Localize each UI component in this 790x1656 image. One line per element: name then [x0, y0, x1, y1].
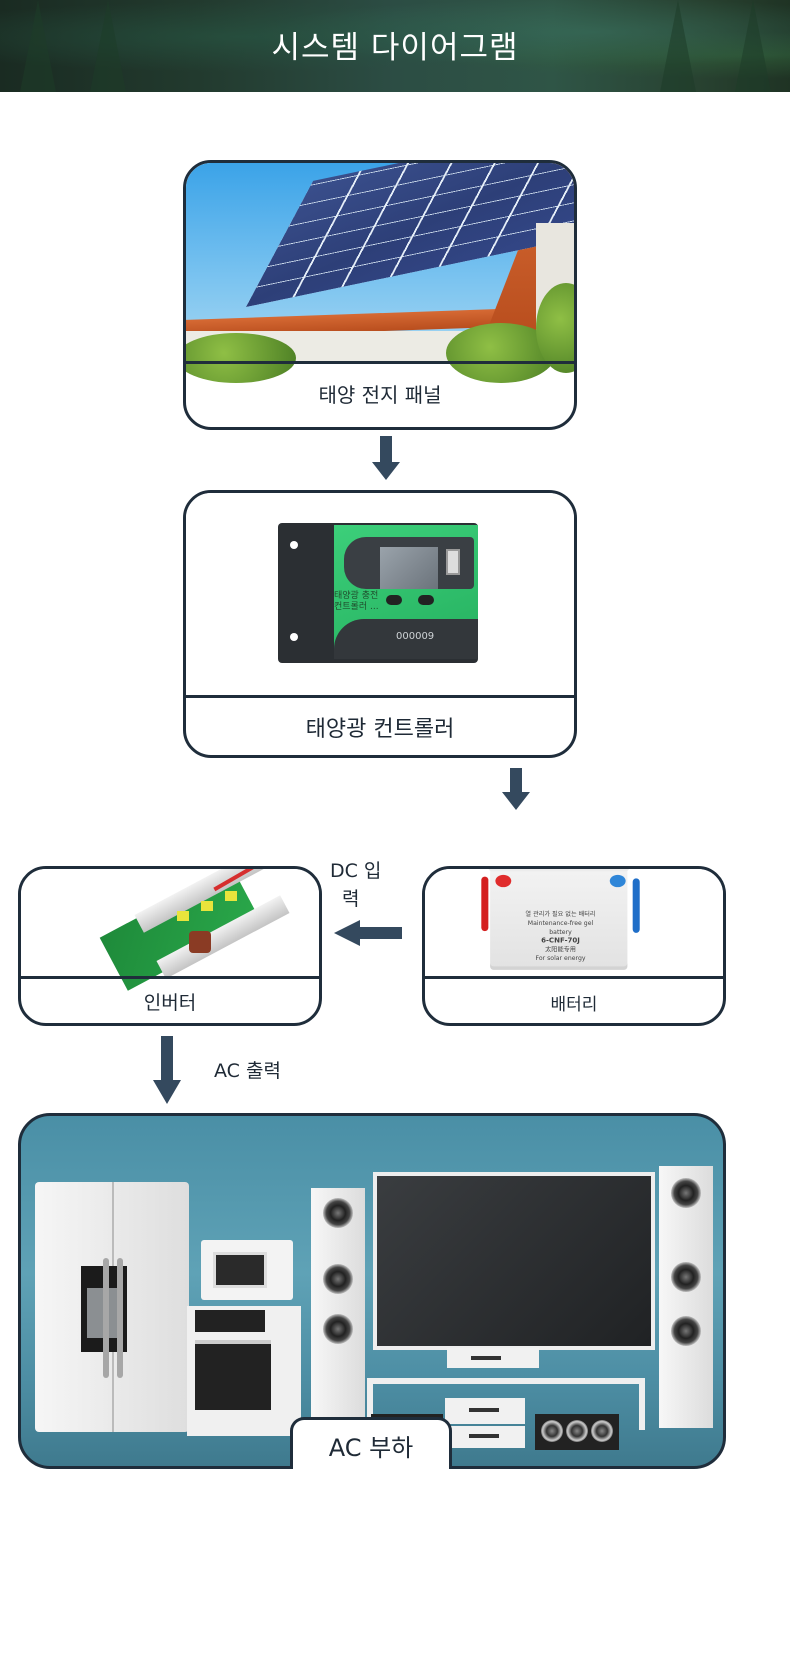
usb-port-icon — [446, 549, 460, 575]
arrow-battery-to-inverter — [334, 920, 402, 946]
tv-stand — [367, 1378, 645, 1430]
negative-terminal-icon — [609, 874, 626, 888]
header-banner: 시스템 다이어그램 — [0, 0, 790, 92]
refrigerator — [35, 1182, 189, 1432]
node-ac-load — [18, 1113, 726, 1469]
television — [373, 1172, 655, 1350]
ac-output-label: AC 출력 — [214, 1060, 281, 1082]
dc-input-label-line2: 력 — [342, 888, 360, 910]
arrow-inverter-to-ac-load — [153, 1036, 181, 1104]
inverter-label: 인버터 — [143, 992, 197, 1014]
inverter-board — [91, 869, 290, 1003]
battery-label: 배터리 — [550, 995, 598, 1015]
device-serial: 000009 — [396, 631, 435, 642]
dc-input-label-line1: DC 입 — [330, 860, 382, 882]
tree-silhouette — [735, 0, 771, 92]
card-divider — [425, 976, 723, 979]
amplifier — [445, 1398, 525, 1424]
inverter-image — [21, 869, 319, 991]
arrow-solar-to-controller — [372, 436, 400, 480]
tower-speaker — [311, 1188, 365, 1422]
positive-terminal-icon — [495, 874, 512, 888]
mounting-hole — [290, 541, 298, 549]
battery-image: 열 관리가 필요 없는 배터리 Maintenance-free gel bat… — [425, 869, 723, 977]
card-divider — [186, 361, 574, 364]
arrow-controller-to-battery — [502, 768, 530, 810]
microwave — [201, 1240, 293, 1300]
bush — [186, 333, 296, 383]
av-receiver — [447, 1348, 539, 1368]
menu-button-icon — [386, 595, 402, 605]
tower-speaker — [659, 1166, 713, 1428]
battery-sticker: 열 관리가 필요 없는 배터리 Maintenance-free gel bat… — [525, 910, 596, 962]
tree-silhouette — [660, 0, 696, 92]
center-speaker — [535, 1414, 619, 1450]
lcd-screen — [380, 547, 438, 589]
gel-battery: 열 관리가 필요 없는 배터리 Maintenance-free gel bat… — [469, 869, 645, 970]
node-inverter: 인버터 — [18, 866, 322, 1026]
oven — [187, 1306, 301, 1436]
tree-silhouette — [90, 0, 126, 92]
card-divider — [186, 695, 574, 698]
node-solar-panel: 태양 전지 패널 — [183, 160, 577, 430]
amplifier — [445, 1426, 525, 1448]
return-button-icon — [418, 595, 434, 605]
mounting-hole — [290, 633, 298, 641]
tree-silhouette — [20, 0, 56, 92]
solar-panel-label: 태양 전지 패널 — [318, 383, 442, 407]
node-battery: 열 관리가 필요 없는 배터리 Maintenance-free gel bat… — [422, 866, 726, 1026]
ac-load-label: AC 부하 — [290, 1417, 452, 1469]
page-title: 시스템 다이어그램 — [271, 30, 519, 66]
card-divider — [21, 976, 319, 979]
inductor-coil — [189, 931, 211, 953]
solar-panel-image — [186, 163, 574, 383]
controller-label: 태양광 컨트롤러 — [305, 717, 455, 742]
